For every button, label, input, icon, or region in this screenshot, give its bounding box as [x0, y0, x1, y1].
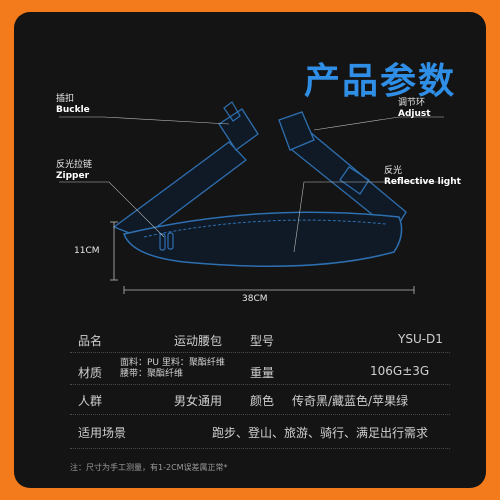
spec-value: 跑步、登山、旅游、骑行、满足出行需求 [212, 426, 429, 440]
adjust-label: 调节环 Adjust [398, 98, 431, 120]
buckle-label: 插扣 Buckle [56, 94, 90, 116]
adjust-leader [313, 116, 444, 131]
buckle-left [218, 108, 259, 151]
spec-row-material: 材质 面料：PU 里料：聚酯纤维 腰带：聚酯纤维 重量 106G±3G [70, 358, 450, 380]
reflective-label-en: Reflective light [384, 177, 461, 187]
spec-key: 人群 [78, 394, 103, 408]
reflective-label: 反光 Reflective light [384, 166, 461, 188]
waist-bag-diagram [59, 101, 444, 294]
zipper-leader [59, 181, 165, 238]
buckle-leader [59, 116, 230, 125]
measurement-note: 注：尺寸为手工测量，有1-2CM误差属正常* [70, 463, 228, 472]
reflective-leader [293, 181, 444, 253]
product-spec-card: 产品参数 插扣 Buckle 反光拉链 [14, 12, 486, 488]
zipper-label-en: Zipper [56, 171, 90, 181]
spec-key: 品名 [78, 334, 103, 348]
divider [70, 352, 450, 353]
spec-key: 颜色 [250, 394, 275, 408]
reflective-label-cn: 反光 [384, 166, 403, 176]
spec-value: 106G±3G [370, 364, 430, 378]
spec-value: 腰带：聚酯纤维 [120, 369, 184, 379]
divider [70, 448, 450, 449]
zipper-pull [167, 232, 174, 250]
spec-key: 材质 [78, 366, 103, 380]
spec-key: 重量 [250, 366, 275, 380]
divider [70, 414, 450, 415]
buckle-right [278, 111, 315, 151]
spec-row-name: 品名 运动腰包 型号 YSU-D1 [70, 332, 450, 354]
height-label: 11CM [74, 246, 100, 256]
adjust-ring [339, 166, 370, 195]
adjust-label-cn: 调节环 [398, 98, 426, 108]
zipper-label-cn: 反光拉链 [56, 160, 93, 170]
spec-value: YSU-D1 [398, 332, 443, 346]
buckle-label-en: Buckle [56, 105, 90, 115]
page-title: 产品参数 [303, 61, 456, 102]
spec-value: 传奇黑/藏蓝色/苹果绿 [292, 394, 409, 408]
adjust-label-en: Adjust [398, 109, 431, 119]
spec-key: 型号 [250, 334, 275, 348]
width-label: 38CM [242, 294, 268, 304]
zipper-line [143, 219, 387, 238]
spec-row-scene: 适用场景 跑步、登山、旅游、骑行、满足出行需求 [70, 424, 450, 446]
zipper-label: 反光拉链 Zipper [56, 160, 92, 182]
spec-row-crowd: 人群 男女通用 颜色 传奇黑/藏蓝色/苹果绿 [70, 392, 450, 414]
zipper-pull [159, 233, 166, 251]
spec-value: 男女通用 [174, 394, 223, 408]
buckle-label-cn: 插扣 [56, 94, 75, 104]
spec-value: 运动腰包 [174, 334, 223, 348]
spec-value: 面料：PU 里料：聚酯纤维 [120, 358, 225, 368]
bag-body [123, 211, 403, 267]
divider [70, 384, 450, 385]
spec-key: 适用场景 [78, 426, 127, 440]
buckle-prong [223, 101, 241, 122]
